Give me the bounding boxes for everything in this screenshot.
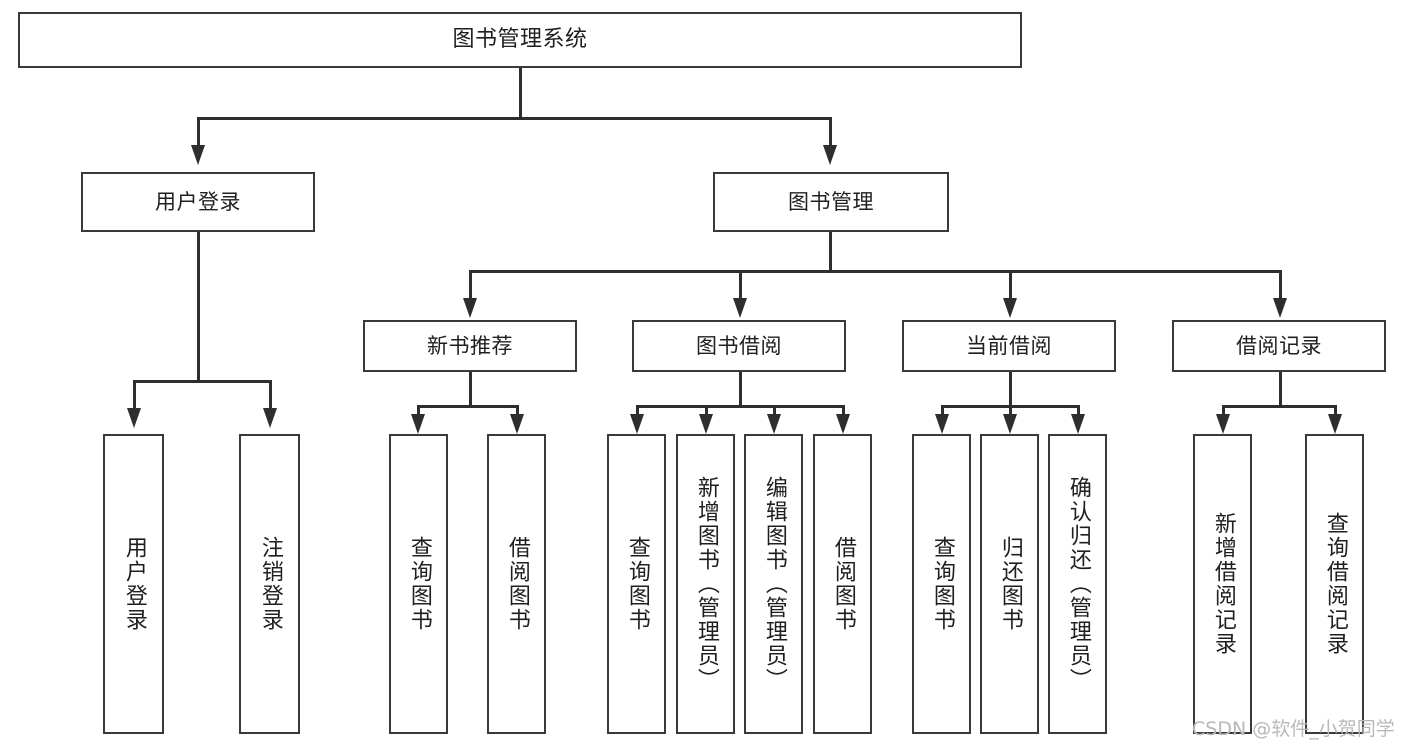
edge-borrow-record-to-leaf-1 xyxy=(1334,405,1337,417)
leaf-book-borrow-edit[interactable]: 编辑图书（管理员） xyxy=(744,434,803,734)
node-label: 借阅记录 xyxy=(1236,333,1322,358)
edge-book-manage-bar xyxy=(469,270,1279,273)
node-label: 借阅图书 xyxy=(504,536,530,632)
edge-borrow-record-trunk xyxy=(1279,372,1282,407)
arrow-new-book-to-leaf-1 xyxy=(510,414,524,434)
node-book-borrow[interactable]: 图书借阅 xyxy=(632,320,846,372)
edge-book-borrow-to-leaf-2 xyxy=(773,405,776,417)
arrow-book-manage-to-l3-0 xyxy=(463,298,477,318)
node-label: 查询图书 xyxy=(624,536,650,632)
arrow-book-borrow-to-leaf-2 xyxy=(767,414,781,434)
arrow-new-book-to-leaf-0 xyxy=(411,414,425,434)
node-label: 用户登录 xyxy=(155,189,241,214)
arrow-user-login-to-leaf-1 xyxy=(263,408,277,428)
leaf-new-book-borrow[interactable]: 借阅图书 xyxy=(487,434,546,734)
node-root-system[interactable]: 图书管理系统 xyxy=(18,12,1022,68)
edge-new-book-trunk xyxy=(469,372,472,407)
leaf-user-login-login[interactable]: 用户登录 xyxy=(103,434,164,734)
edge-book-manage-trunk xyxy=(829,232,832,272)
arrow-user-login-to-leaf-0 xyxy=(127,408,141,428)
edge-book-manage-to-l3-1 xyxy=(739,270,742,300)
node-label: 新增借阅记录 xyxy=(1210,512,1236,656)
edge-book-borrow-bar xyxy=(636,405,844,408)
edge-current-borrow-to-leaf-1 xyxy=(1009,405,1012,417)
node-label: 确认归还（管理员） xyxy=(1065,476,1091,692)
node-label: 新增图书（管理员） xyxy=(693,476,719,692)
edge-book-borrow-to-leaf-3 xyxy=(842,405,845,417)
node-user-login[interactable]: 用户登录 xyxy=(81,172,315,232)
edge-user-login-trunk xyxy=(197,232,200,382)
node-new-book-recommend[interactable]: 新书推荐 xyxy=(363,320,577,372)
arrow-root-to-book-manage xyxy=(823,145,837,165)
arrow-borrow-record-to-leaf-0 xyxy=(1216,414,1230,434)
edge-book-borrow-to-leaf-1 xyxy=(705,405,708,417)
edge-book-borrow-trunk xyxy=(739,372,742,407)
node-label: 图书管理 xyxy=(788,189,874,214)
node-label: 新书推荐 xyxy=(427,333,513,358)
arrow-current-borrow-to-leaf-1 xyxy=(1003,414,1017,434)
leaf-current-borrow-return[interactable]: 归还图书 xyxy=(980,434,1039,734)
node-label: 图书借阅 xyxy=(696,333,782,358)
node-label: 当前借阅 xyxy=(966,333,1052,358)
arrow-book-borrow-to-leaf-1 xyxy=(699,414,713,434)
node-label: 用户登录 xyxy=(121,536,147,632)
leaf-current-borrow-confirm-return[interactable]: 确认归还（管理员） xyxy=(1048,434,1107,734)
arrow-book-borrow-to-leaf-0 xyxy=(630,414,644,434)
node-label: 借阅图书 xyxy=(830,536,856,632)
node-label: 查询图书 xyxy=(929,536,955,632)
leaf-book-borrow-query[interactable]: 查询图书 xyxy=(607,434,666,734)
node-label: 编辑图书（管理员） xyxy=(761,476,787,692)
node-label: 归还图书 xyxy=(997,536,1023,632)
leaf-current-borrow-query[interactable]: 查询图书 xyxy=(912,434,971,734)
arrow-book-borrow-to-leaf-3 xyxy=(836,414,850,434)
arrow-book-manage-to-l3-3 xyxy=(1273,298,1287,318)
edge-current-borrow-trunk xyxy=(1009,372,1012,407)
edge-user-login-bar xyxy=(133,380,269,383)
edge-new-book-bar xyxy=(417,405,518,408)
leaf-book-borrow-add[interactable]: 新增图书（管理员） xyxy=(676,434,735,734)
arrow-borrow-record-to-leaf-1 xyxy=(1328,414,1342,434)
arrow-current-borrow-to-leaf-0 xyxy=(935,414,949,434)
node-book-management[interactable]: 图书管理 xyxy=(713,172,949,232)
edge-borrow-record-bar xyxy=(1222,405,1336,408)
node-label: 查询借阅记录 xyxy=(1322,512,1348,656)
node-label: 查询图书 xyxy=(406,536,432,632)
watermark-text: CSDN @软件_小贺同学 xyxy=(1192,718,1395,740)
edge-current-borrow-to-leaf-0 xyxy=(941,405,944,417)
node-label: 注销登录 xyxy=(257,536,283,632)
edge-root-trunk xyxy=(519,68,522,119)
edge-book-borrow-to-leaf-0 xyxy=(636,405,639,417)
edge-new-book-to-leaf-1 xyxy=(516,405,519,417)
edge-book-manage-to-l3-3 xyxy=(1279,270,1282,300)
edge-book-manage-to-l3-0 xyxy=(469,270,472,300)
leaf-book-borrow-borrow[interactable]: 借阅图书 xyxy=(813,434,872,734)
edge-borrow-record-to-leaf-0 xyxy=(1222,405,1225,417)
edge-user-login-to-leaf-0 xyxy=(133,380,136,410)
edge-root-bar xyxy=(197,117,831,120)
leaf-user-login-logout[interactable]: 注销登录 xyxy=(239,434,300,734)
edge-root-to-user-login xyxy=(197,117,200,147)
arrow-book-manage-to-l3-2 xyxy=(1003,298,1017,318)
node-current-borrow[interactable]: 当前借阅 xyxy=(902,320,1116,372)
node-borrow-record[interactable]: 借阅记录 xyxy=(1172,320,1386,372)
node-label: 图书管理系统 xyxy=(452,27,588,53)
arrow-book-manage-to-l3-1 xyxy=(733,298,747,318)
arrow-root-to-user-login xyxy=(191,145,205,165)
leaf-borrow-record-add[interactable]: 新增借阅记录 xyxy=(1193,434,1252,734)
edge-user-login-to-leaf-1 xyxy=(269,380,272,410)
leaf-borrow-record-query[interactable]: 查询借阅记录 xyxy=(1305,434,1364,734)
edge-book-manage-to-l3-2 xyxy=(1009,270,1012,300)
edge-new-book-to-leaf-0 xyxy=(417,405,420,417)
edge-current-borrow-to-leaf-2 xyxy=(1077,405,1080,417)
edge-root-to-book-manage xyxy=(829,117,832,147)
leaf-new-book-query[interactable]: 查询图书 xyxy=(389,434,448,734)
arrow-current-borrow-to-leaf-2 xyxy=(1071,414,1085,434)
